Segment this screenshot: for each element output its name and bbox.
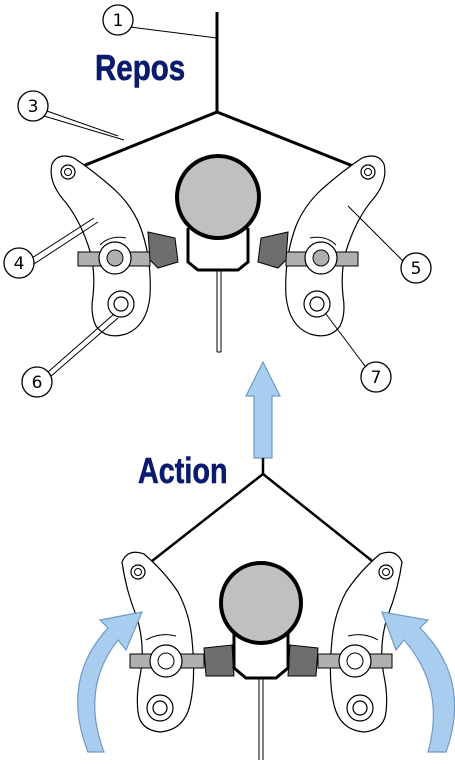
svg-text:4: 4: [14, 254, 25, 274]
action-diagram: Action: [77, 450, 455, 760]
callout-4: 4: [3, 217, 99, 279]
action-linkage: [137, 472, 387, 573]
rotate-arrow-right: [381, 611, 455, 753]
callout-1: 1: [102, 4, 218, 39]
rotate-arrow-left: [77, 611, 143, 753]
wheel-hub-action: [219, 561, 303, 645]
svg-text:6: 6: [32, 373, 43, 393]
callout-6: 6: [21, 313, 119, 398]
lever-right-rest: [257, 155, 386, 337]
action-title: Action: [138, 450, 228, 491]
wheel-rest: [175, 154, 261, 353]
wheel-hub: [175, 154, 261, 240]
lever-left-rest: [50, 155, 179, 337]
callout-5: 5: [347, 205, 432, 284]
svg-text:7: 7: [371, 368, 382, 388]
svg-text:1: 1: [113, 11, 124, 31]
brake-pad-left-action: [203, 644, 235, 677]
wheel-action: [219, 561, 303, 760]
rest-title: Repos: [95, 47, 185, 87]
brake-pad-right: [257, 231, 289, 269]
callout-3: 3: [17, 90, 125, 141]
svg-text:5: 5: [411, 259, 422, 279]
pull-up-arrow: [245, 360, 281, 459]
brake-pad-left: [147, 231, 179, 269]
callout-7: 7: [325, 313, 392, 393]
rest-diagram: Repos: [3, 4, 432, 398]
lever-right-action: [287, 551, 403, 733]
rest-linkage: [67, 110, 369, 174]
lever-left-action: [121, 551, 235, 733]
svg-text:3: 3: [28, 97, 39, 117]
brake-pad-right-action: [287, 644, 319, 677]
